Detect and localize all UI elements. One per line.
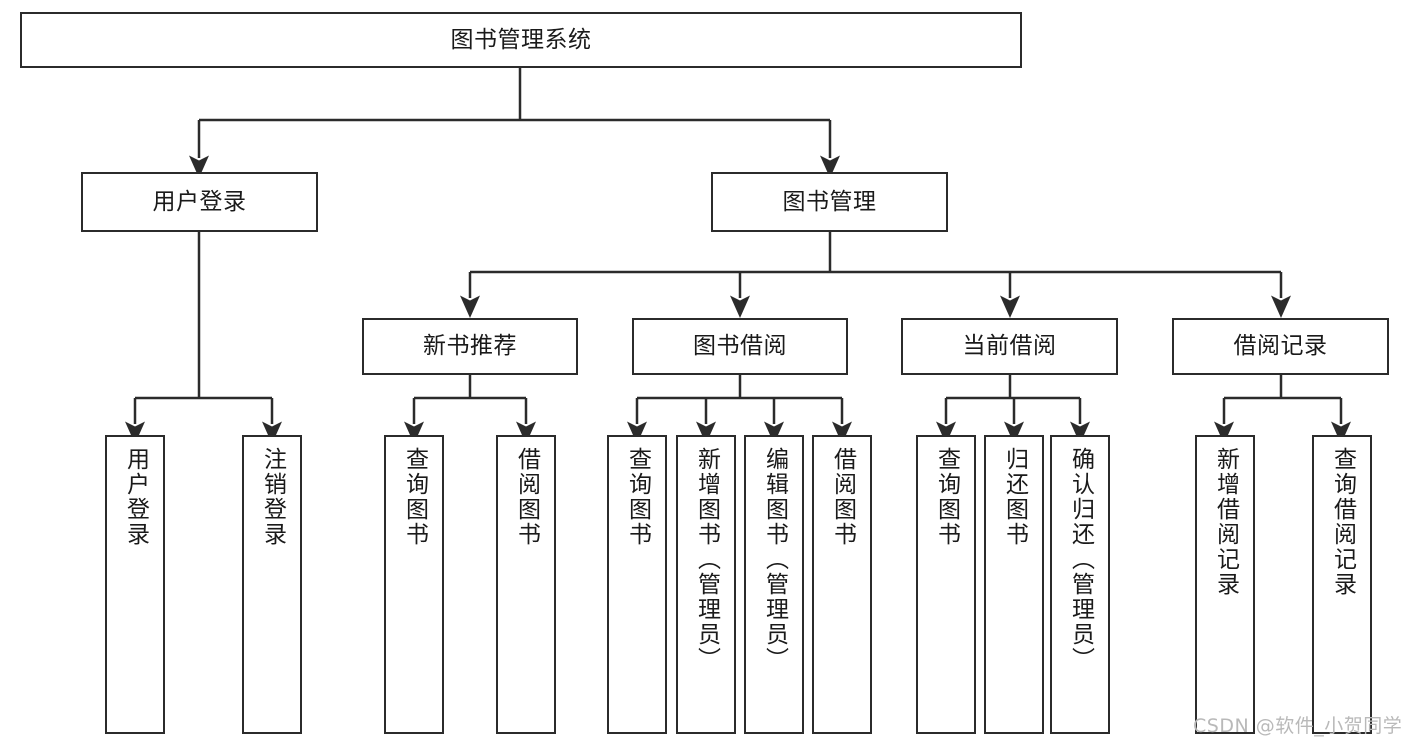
- node-label: 借阅记录: [1233, 333, 1328, 360]
- node-borrow-record[interactable]: 借阅记录: [1172, 318, 1389, 375]
- node-label: 图书借阅: [693, 333, 787, 360]
- node-label: 新增借阅记录: [1212, 447, 1239, 597]
- leaf-query-book-current[interactable]: 查询图书: [916, 435, 976, 734]
- leaf-add-borrow-record[interactable]: 新增借阅记录: [1195, 435, 1255, 734]
- node-new-book-recommend[interactable]: 新书推荐: [362, 318, 578, 375]
- node-user-login[interactable]: 用户登录: [81, 172, 318, 232]
- node-label: 图书管理系统: [450, 26, 592, 53]
- node-label: 查询图书: [624, 447, 651, 547]
- node-label: 新增图书（管理员）: [693, 447, 720, 672]
- node-label: 查询图书: [933, 447, 960, 547]
- node-label: 查询借阅记录: [1329, 447, 1356, 597]
- watermark: CSDN @软件_小贺同学: [1193, 715, 1403, 737]
- node-book-management[interactable]: 图书管理: [711, 172, 948, 232]
- node-label: 借阅图书: [829, 447, 856, 547]
- leaf-borrow-book-recommend[interactable]: 借阅图书: [496, 435, 556, 734]
- node-label: 注销登录: [259, 447, 286, 547]
- leaf-borrow-book[interactable]: 借阅图书: [812, 435, 872, 734]
- node-label: 确认归还（管理员）: [1067, 447, 1094, 672]
- node-current-borrow[interactable]: 当前借阅: [901, 318, 1118, 375]
- leaf-logout[interactable]: 注销登录: [242, 435, 302, 734]
- node-label: 编辑图书（管理员）: [761, 447, 788, 672]
- node-label: 用户登录: [152, 188, 247, 215]
- node-label: 借阅图书: [513, 447, 540, 547]
- leaf-query-borrow-record[interactable]: 查询借阅记录: [1312, 435, 1372, 734]
- leaf-edit-book-admin[interactable]: 编辑图书（管理员）: [744, 435, 804, 734]
- leaf-query-book-recommend[interactable]: 查询图书: [384, 435, 444, 734]
- leaf-add-book-admin[interactable]: 新增图书（管理员）: [676, 435, 736, 734]
- leaf-confirm-return-admin[interactable]: 确认归还（管理员）: [1050, 435, 1110, 734]
- node-label: 归还图书: [1001, 447, 1028, 547]
- node-label: 图书管理: [782, 188, 877, 215]
- node-root[interactable]: 图书管理系统: [20, 12, 1022, 68]
- leaf-query-book-borrow[interactable]: 查询图书: [607, 435, 667, 734]
- node-book-borrow[interactable]: 图书借阅: [632, 318, 848, 375]
- node-label: 新书推荐: [423, 333, 517, 360]
- leaf-return-book[interactable]: 归还图书: [984, 435, 1044, 734]
- node-label: 当前借阅: [962, 333, 1057, 360]
- node-label: 查询图书: [401, 447, 428, 547]
- node-label: 用户登录: [122, 447, 149, 547]
- leaf-user-login[interactable]: 用户登录: [105, 435, 165, 734]
